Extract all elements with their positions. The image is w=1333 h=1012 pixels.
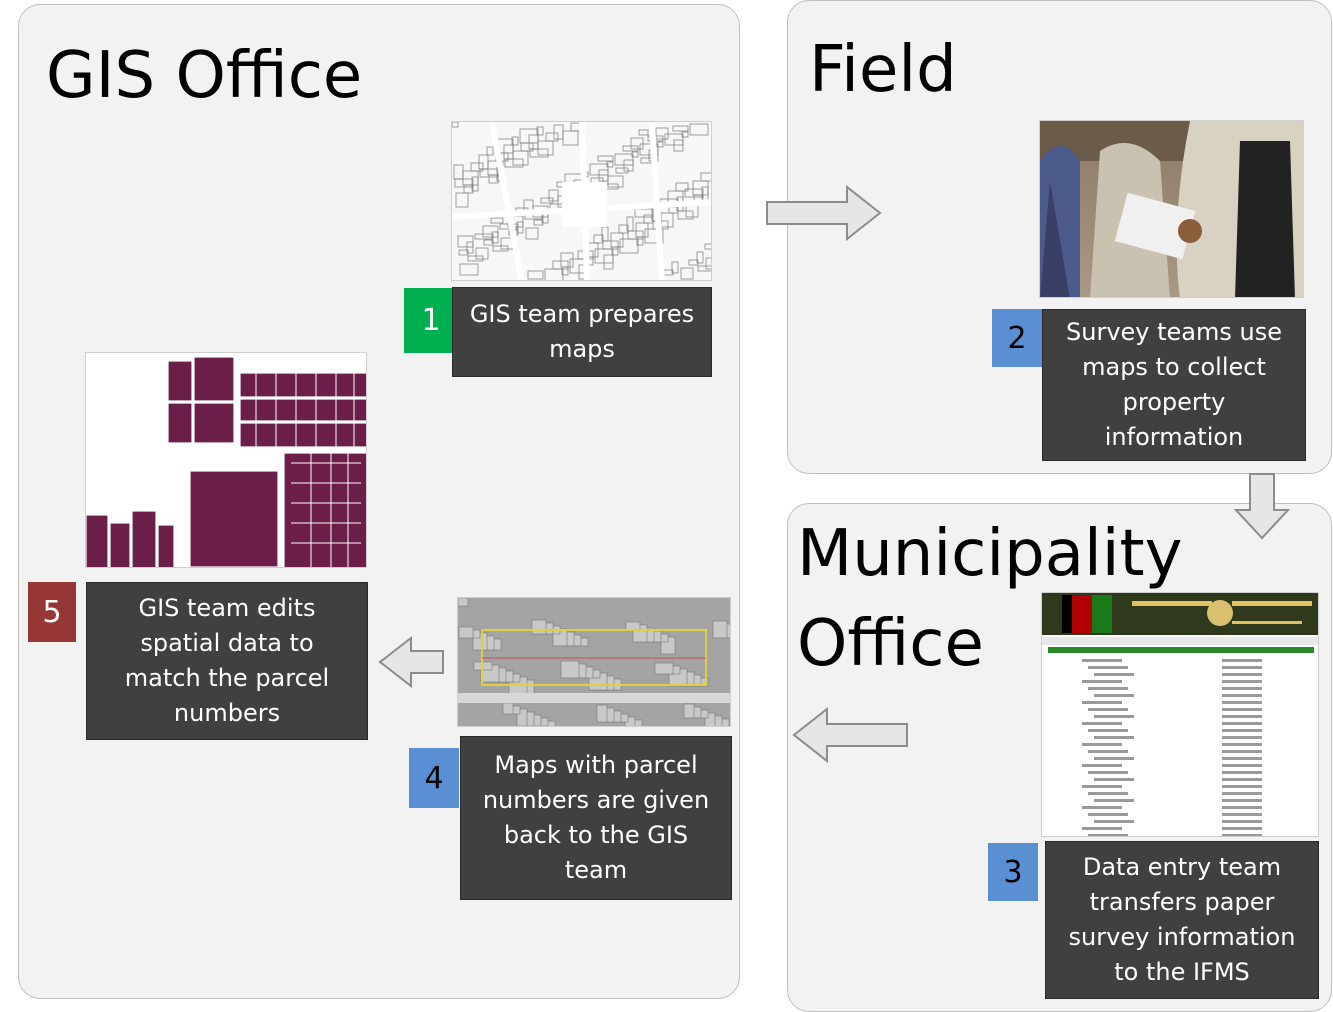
step-1-badge: 1 [404, 288, 458, 353]
municipality-title-line2: Office [797, 607, 984, 681]
gis-office-title: GIS Office [46, 39, 363, 113]
step-5-caption: GIS team edits spatial data to match the… [86, 582, 368, 740]
street-map-image [451, 121, 712, 281]
arrow-left-municipality-icon [792, 707, 908, 763]
field-survey-photo [1039, 120, 1304, 298]
ifms-form-screenshot [1041, 592, 1319, 837]
step-1-caption: GIS team prepares maps [452, 287, 712, 377]
step-2-caption: Survey teams use maps to collect propert… [1042, 309, 1306, 461]
step-4-caption: Maps with parcel numbers are given back … [460, 736, 732, 900]
step-5-badge: 5 [28, 582, 76, 642]
edited-parcel-map-image [85, 352, 367, 568]
arrow-down-icon [1234, 473, 1290, 540]
aerial-parcel-map-image [457, 597, 731, 727]
arrow-left-gis-icon [378, 636, 444, 688]
step-3-caption: Data entry team transfers paper survey i… [1045, 841, 1319, 999]
step-3-badge: 3 [988, 843, 1038, 901]
field-title: Field [809, 33, 957, 107]
arrow-right-icon [766, 185, 882, 241]
step-2-badge: 2 [992, 309, 1042, 367]
step-4-badge: 4 [409, 748, 459, 808]
municipality-title-line1: Municipality [797, 517, 1183, 591]
